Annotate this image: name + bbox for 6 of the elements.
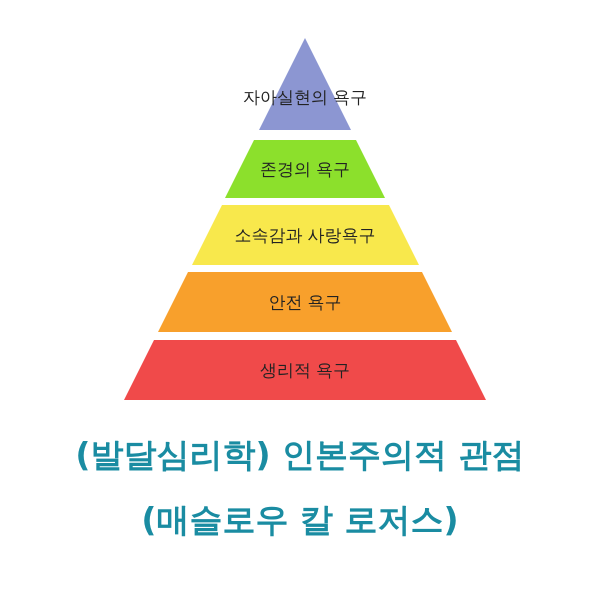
title: (발달심리학) 인본주의적 관점 [74, 434, 526, 476]
level-label: 소속감과 사랑욕구 [233, 225, 377, 247]
level-label: 생리적 욕구 [258, 360, 352, 382]
subtitle: (매슬로우 칼 로저스) [140, 499, 460, 541]
level-label: 존경의 욕구 [258, 159, 352, 181]
level-label: 안전 욕구 [267, 292, 343, 314]
